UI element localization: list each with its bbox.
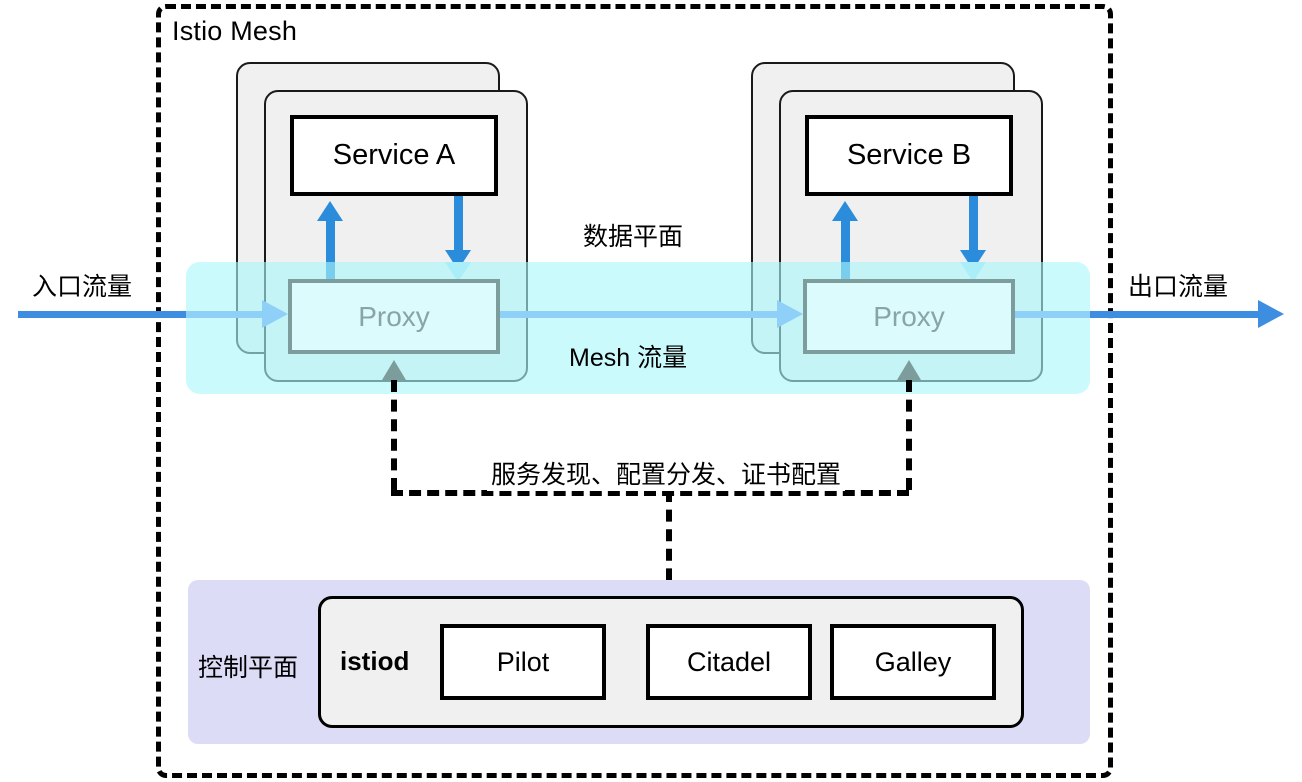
mesh-title: Istio Mesh	[172, 16, 298, 46]
component-galley-label: Galley	[874, 646, 952, 677]
component-citadel[interactable]: Citadel	[646, 624, 812, 700]
service-b-box[interactable]: Service B	[805, 115, 1013, 196]
config-bracket-crossbar	[391, 490, 909, 496]
ingress-traffic-arrow-head	[262, 300, 288, 328]
config-flow-label: 服务发现、配置分发、证书配置	[487, 455, 846, 491]
config-bracket-right-leg	[906, 380, 912, 490]
service-a-to-proxy-a-arrow-shaft	[454, 196, 463, 253]
egress-traffic-line-outer	[1090, 311, 1258, 318]
config-bracket-left-leg	[391, 380, 397, 490]
proxy-b-box[interactable]: Proxy	[803, 279, 1015, 354]
proxy-a-to-service-a-arrow-shaft	[326, 220, 335, 282]
mesh-traffic-line	[500, 311, 777, 318]
egress-traffic-arrow-head	[1258, 300, 1284, 328]
proxy-a-box[interactable]: Proxy	[288, 279, 500, 354]
egress-traffic-label: 出口流量	[1128, 273, 1229, 301]
service-a-label: Service A	[332, 139, 456, 171]
proxy-a-to-service-a-arrow-head	[317, 201, 343, 221]
control-plane-label: 控制平面	[198, 654, 299, 682]
data-plane-label: 数据平面	[583, 223, 684, 251]
ingress-traffic-label: 入口流量	[32, 273, 133, 301]
service-b-to-proxy-b-arrow-shaft	[969, 196, 978, 253]
egress-traffic-line-inner	[1015, 311, 1128, 318]
component-pilot[interactable]: Pilot	[440, 624, 606, 700]
component-pilot-label: Pilot	[496, 646, 550, 677]
proxy-a-label: Proxy	[358, 300, 430, 332]
config-bracket-stem	[666, 490, 672, 600]
proxy-b-to-service-b-arrow-shaft	[841, 220, 850, 282]
mesh-traffic-label: Mesh 流量	[569, 344, 688, 372]
config-to-proxy-b-arrow-head	[897, 360, 921, 380]
config-to-proxy-a-arrow-head	[382, 360, 406, 380]
mesh-boundary	[156, 4, 1113, 778]
proxy-b-to-service-b-arrow-head	[832, 201, 858, 221]
ingress-traffic-line-inner	[186, 311, 262, 318]
component-citadel-label: Citadel	[686, 646, 772, 677]
proxy-b-label: Proxy	[873, 300, 945, 332]
component-galley[interactable]: Galley	[830, 624, 996, 700]
service-a-box[interactable]: Service A	[290, 115, 498, 196]
ingress-traffic-line-outer	[18, 311, 186, 318]
service-b-label: Service B	[846, 139, 972, 171]
mesh-traffic-arrow-head	[777, 300, 803, 328]
istiod-label: istiod	[340, 646, 410, 676]
